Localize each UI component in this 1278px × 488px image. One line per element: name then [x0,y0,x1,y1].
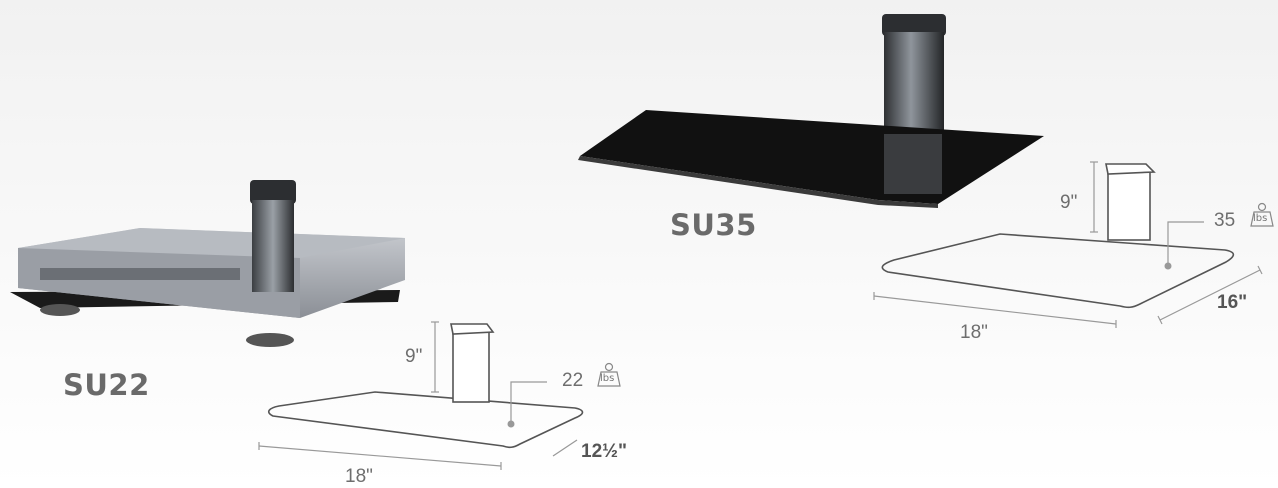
weight-unit: lbs [1253,213,1268,224]
model-name-su35: SU35 [670,208,757,242]
weight-icon: lbs [1250,202,1274,228]
su22-depth-label: 12½" [581,441,627,462]
su22-height-label: 9" [405,346,423,367]
su35-shelf-drawing [873,161,1263,328]
su22-capacity-label: 22 [562,370,584,391]
su22-width-label: 18" [345,466,373,487]
weight-unit: lbs [600,373,615,384]
su22-photo [10,180,405,347]
su35-height-label: 9" [1060,192,1078,213]
su22-shelf-drawing [258,321,584,470]
su35-photo [578,14,1044,208]
su35-capacity-label: 35 [1214,210,1236,231]
su35-depth-label: 16" [1217,292,1248,313]
model-name-su22: SU22 [63,368,150,402]
su35-width-label: 18" [960,322,988,343]
weight-icon: lbs [597,362,621,388]
